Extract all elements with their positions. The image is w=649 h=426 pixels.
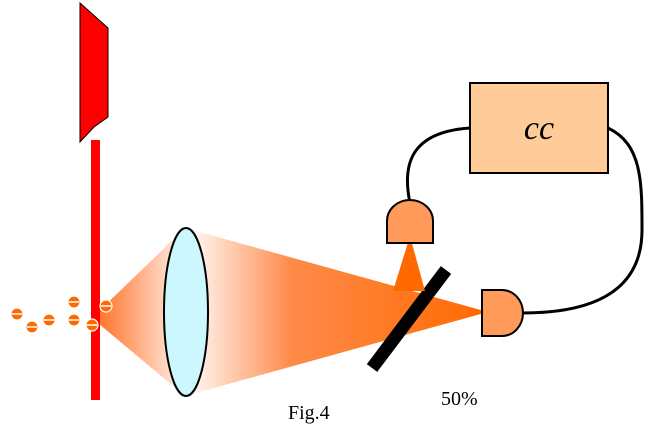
particle — [85, 318, 99, 332]
reflected-beam — [393, 236, 425, 291]
lens — [163, 227, 209, 397]
light-cone-left — [92, 228, 185, 396]
particle-cluster — [10, 295, 113, 334]
detector-right — [481, 289, 524, 337]
wire-lower — [522, 126, 644, 315]
particle — [67, 313, 81, 327]
coincidence-counter-box — [469, 82, 609, 174]
beamsplitter — [366, 266, 452, 372]
particle — [42, 313, 56, 327]
particle — [99, 299, 113, 313]
detector-upper — [386, 199, 434, 244]
light-cone-right — [185, 228, 488, 396]
particle — [10, 307, 24, 321]
figure-caption: Fig.4 — [288, 402, 330, 424]
box-label: cc — [524, 110, 554, 147]
red-beam-arrowhead — [79, 1, 109, 144]
particle — [25, 320, 39, 334]
particle — [67, 295, 81, 309]
red-beam — [91, 140, 100, 400]
beamsplitter-label: 50% — [441, 388, 478, 410]
wire-upper — [406, 126, 471, 204]
